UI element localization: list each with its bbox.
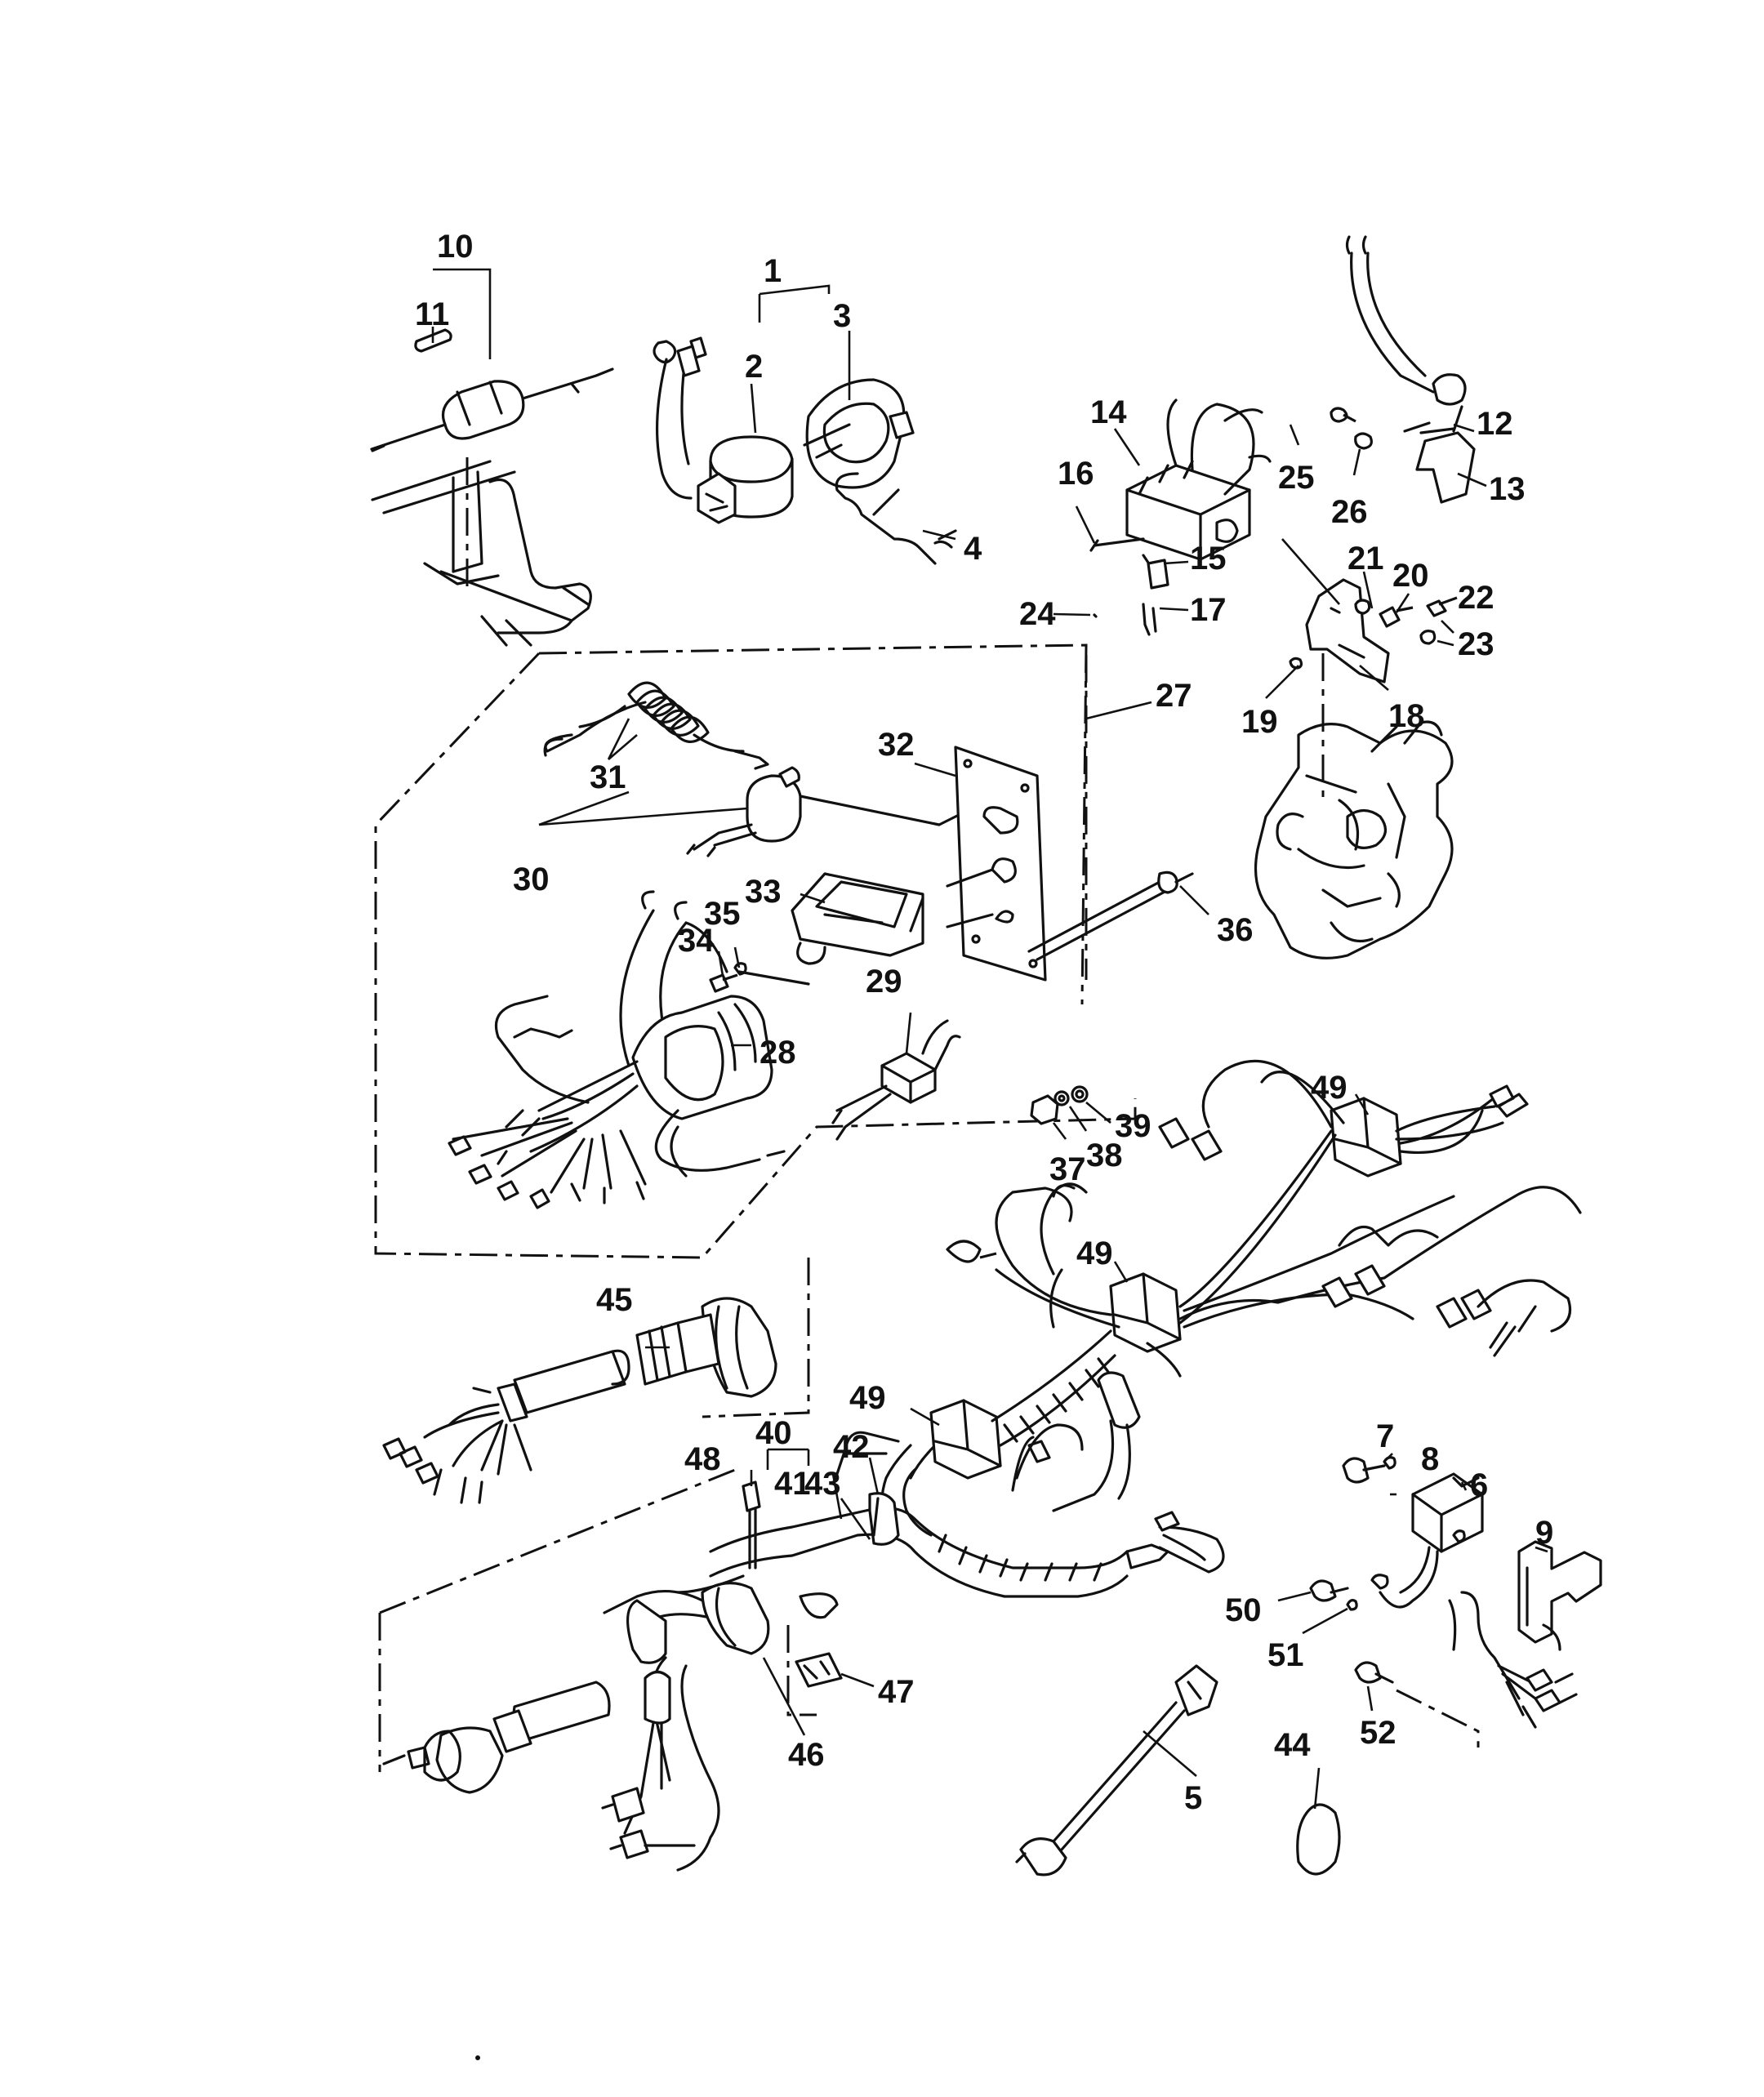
callout-51: 51 <box>1267 1637 1304 1673</box>
callout-45: 45 <box>596 1282 633 1318</box>
callout-13: 13 <box>1489 471 1526 507</box>
callout-6: 6 <box>1470 1467 1488 1503</box>
callout-41: 41 <box>774 1466 811 1502</box>
callout-44: 44 <box>1274 1727 1311 1763</box>
callout-22: 22 <box>1458 580 1494 616</box>
callout-1: 1 <box>764 253 782 289</box>
callout-24: 24 <box>1019 596 1056 632</box>
control-panel-parts <box>448 681 1194 1209</box>
callout-49-top: 49 <box>1311 1070 1348 1106</box>
callout-50: 50 <box>1225 1592 1262 1628</box>
stray-mark <box>475 2055 480 2060</box>
callout-28: 28 <box>760 1035 796 1071</box>
callout-23: 23 <box>1458 626 1494 662</box>
fuse-holder-assembly <box>370 328 614 647</box>
lower-harness <box>378 1468 843 1872</box>
callout-36: 36 <box>1217 912 1254 948</box>
callout-42: 42 <box>833 1429 870 1465</box>
sensor-assembly <box>1345 235 1476 504</box>
callout-33: 33 <box>745 874 782 910</box>
lead-wire-5 <box>1015 1664 1218 1877</box>
callout-19: 19 <box>1241 704 1278 740</box>
engine-block <box>1254 720 1454 959</box>
callout-27: 27 <box>1156 678 1192 714</box>
callout-20: 20 <box>1392 558 1429 594</box>
callout-31: 31 <box>590 759 626 795</box>
callout-4: 4 <box>964 531 982 567</box>
callout-21: 21 <box>1348 541 1384 577</box>
callout-25: 25 <box>1278 460 1315 496</box>
callout-29: 29 <box>866 964 902 1000</box>
nut-washer-set <box>1030 1085 1089 1125</box>
callout-7: 7 <box>1376 1418 1394 1454</box>
callout-35: 35 <box>704 896 741 932</box>
callout-47: 47 <box>878 1674 915 1710</box>
callout-15: 15 <box>1190 541 1227 577</box>
callout-26: 26 <box>1331 494 1368 530</box>
callout-labels: 10 11 1 2 3 4 12 13 14 16 15 17 24 25 26… <box>415 229 1553 1816</box>
callout-49-middle: 49 <box>1076 1235 1113 1271</box>
callout-12: 12 <box>1477 406 1513 442</box>
callout-16: 16 <box>1058 456 1094 492</box>
callout-3: 3 <box>833 298 851 334</box>
callout-8: 8 <box>1421 1441 1439 1477</box>
control-panel-boundary <box>374 643 1137 1259</box>
callout-5: 5 <box>1184 1780 1202 1816</box>
callout-17: 17 <box>1190 592 1227 628</box>
callout-48: 48 <box>684 1441 721 1477</box>
regulator-assembly <box>1296 1456 1602 1876</box>
callout-43: 43 <box>804 1466 841 1502</box>
callout-39: 39 <box>1115 1108 1152 1144</box>
callout-40: 40 <box>755 1415 792 1451</box>
callout-18: 18 <box>1388 698 1425 734</box>
callout-52: 52 <box>1360 1715 1396 1751</box>
callout-49-lower: 49 <box>849 1380 886 1416</box>
callout-11: 11 <box>415 296 449 332</box>
main-harness <box>835 1059 1582 1520</box>
callout-37: 37 <box>1049 1151 1086 1187</box>
solenoid-assembly <box>653 336 957 565</box>
callout-9: 9 <box>1535 1515 1553 1551</box>
callout-32: 32 <box>878 727 915 763</box>
relay-assembly <box>1089 398 1458 800</box>
callout-2: 2 <box>745 349 763 385</box>
callout-30: 30 <box>513 862 550 897</box>
callout-34: 34 <box>678 923 715 959</box>
callout-leaders <box>431 268 1548 1810</box>
callout-46: 46 <box>788 1737 825 1773</box>
callout-38: 38 <box>1086 1138 1123 1173</box>
harness-plug-45 <box>382 1258 810 1504</box>
callout-14: 14 <box>1090 394 1127 430</box>
harness-clamp <box>709 1371 1225 1598</box>
callout-10: 10 <box>437 229 474 265</box>
